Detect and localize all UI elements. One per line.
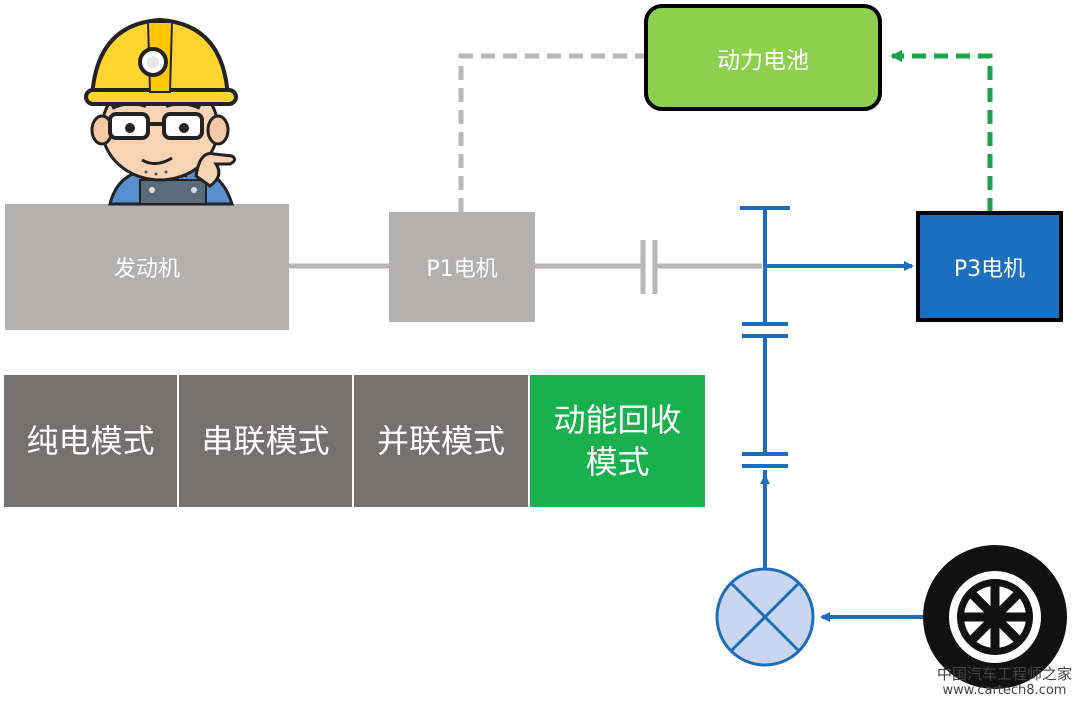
p1-motor-block (389, 212, 535, 322)
mode-tab-series[interactable]: 串联模式 (179, 375, 352, 507)
differential-icon (715, 567, 815, 667)
mode-tab-pure-electric[interactable]: 纯电模式 (4, 375, 177, 507)
wheel-icon (923, 545, 1067, 689)
watermark-name: 中国汽车工程师之家 (936, 665, 1072, 683)
battery-block (644, 4, 882, 111)
charging-flow-arrow (890, 50, 993, 212)
p1-battery-dashed-link (458, 53, 648, 212)
watermark-url: www.cartech8.com (942, 683, 1067, 698)
engine-block (5, 204, 289, 330)
gear-coupling-icon (740, 206, 790, 468)
engineer-mascot-icon (84, 17, 238, 206)
mode-tab-regen-braking[interactable]: 动能回收模式 (530, 375, 705, 507)
mode-tab-parallel[interactable]: 并联模式 (354, 375, 528, 507)
p3-motor-block (916, 211, 1063, 322)
clutch-icon (640, 240, 658, 294)
watermark: 中国汽车工程师之家 www.cartech8.com (937, 665, 1072, 699)
